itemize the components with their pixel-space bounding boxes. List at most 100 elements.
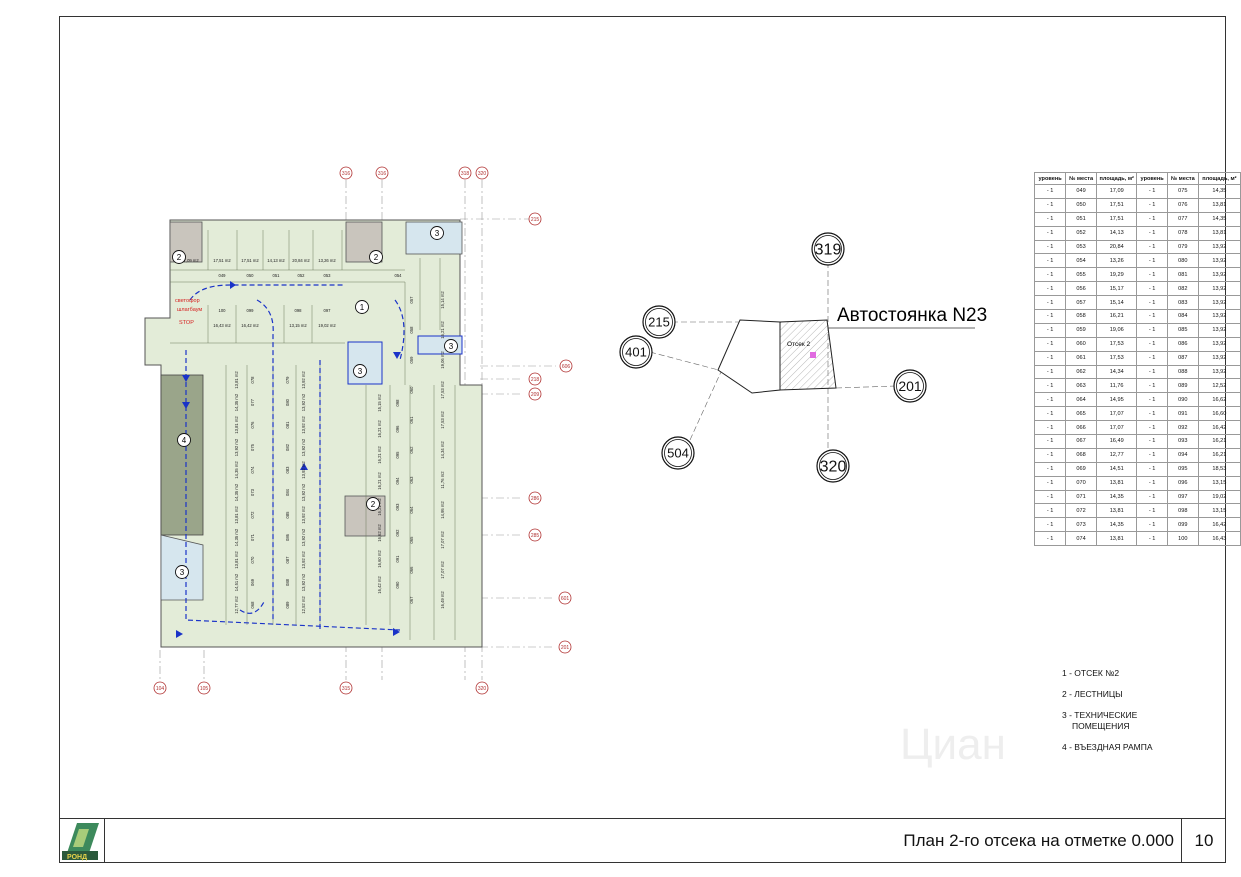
stall-label: 16,42 m2 (241, 323, 259, 328)
stall-label: 13,92 m2 (301, 393, 306, 411)
table-cell: 13,15 (1197, 475, 1241, 491)
axis-bubble-105: 105 (197, 681, 211, 695)
table-cell: - 1 (1136, 225, 1168, 241)
stall-label: 11,76 m2 (440, 471, 445, 489)
table-cell: 068 (1065, 447, 1098, 463)
table-cell: 085 (1166, 322, 1199, 338)
stall-label: 13,81 m2 (234, 506, 239, 524)
stall-label: 051 (273, 273, 281, 278)
table-cell: 098 (1166, 503, 1199, 519)
axis-bubble-104: 104 (153, 681, 167, 695)
table-cell: 13,81 (1096, 475, 1138, 491)
stall-label: 13,15 m2 (289, 323, 307, 328)
table-cell: 16,62 (1197, 392, 1241, 408)
legend-item-tech: 3 - ТЕХНИЧЕСКИЕ (1062, 710, 1138, 720)
axis-bubble-504: 504 (661, 436, 695, 470)
svg-text:215: 215 (648, 315, 670, 330)
stall-label: 089 (285, 601, 290, 609)
table-cell: 071 (1065, 489, 1098, 505)
axis-bubble-319: 319 (811, 232, 845, 266)
stall-label: 14,35 m2 (234, 461, 239, 479)
stall-label: 13,92 m2 (301, 483, 306, 501)
stall-label: 073 (250, 488, 255, 496)
table-cell: - 1 (1033, 489, 1067, 505)
table-cell: - 1 (1033, 420, 1067, 436)
table-cell: 13,92 (1197, 253, 1241, 269)
table-cell: 057 (1065, 295, 1098, 311)
svg-text:318: 318 (461, 171, 470, 177)
zone-marker-3: 3 (430, 226, 444, 240)
stall-label: 14,34 m2 (440, 441, 445, 459)
table-cell: 080 (1166, 253, 1199, 269)
stall-label: 13,92 m2 (301, 371, 306, 389)
table-cell: 14,95 (1096, 392, 1138, 408)
table-cell: 052 (1065, 225, 1098, 241)
column-header: уровень (1136, 172, 1168, 185)
stall-label: 061 (409, 416, 414, 424)
compartment-label: Отсек 2 (787, 341, 810, 348)
svg-text:401: 401 (625, 345, 647, 360)
stall-label: 084 (285, 488, 290, 496)
stall-label: 066 (409, 566, 414, 574)
table-cell: - 1 (1033, 281, 1067, 297)
table-cell: 16,21 (1197, 447, 1241, 463)
table-cell: - 1 (1136, 309, 1168, 324)
table-cell: 077 (1166, 211, 1199, 227)
stall-label: 065 (409, 536, 414, 544)
compartment-2-area (779, 319, 837, 391)
table-cell: 076 (1166, 197, 1199, 213)
stall-label: 071 (250, 533, 255, 541)
table-cell: 081 (1166, 267, 1199, 283)
sheet-title: План 2-го отсека на отметке 0.000 (903, 831, 1174, 850)
table-cell: - 1 (1136, 295, 1168, 311)
stall-label: 16,43 m2 (213, 323, 231, 328)
zone-marker-3: 3 (353, 364, 367, 378)
table-cell: - 1 (1033, 309, 1067, 324)
stall-label: 14,35 m2 (234, 393, 239, 411)
table-cell: 049 (1065, 184, 1098, 199)
column-header: площадь, м² (1096, 172, 1138, 185)
table-cell: 092 (1166, 420, 1199, 436)
zone-marker-2: 2 (172, 250, 186, 264)
stall-label: 16,60 m2 (377, 550, 382, 568)
table-cell: 072 (1065, 503, 1098, 519)
axis-bubble-318: 318 (458, 166, 472, 180)
table-cell: - 1 (1136, 336, 1168, 352)
axis-bubble-401: 401 (619, 335, 653, 369)
stall-label: 052 (298, 273, 306, 278)
stall-label: 13,92 m2 (301, 551, 306, 569)
table-cell: - 1 (1136, 420, 1168, 436)
stall-label: 069 (250, 578, 255, 586)
svg-text:105: 105 (200, 686, 209, 692)
table-cell: - 1 (1136, 447, 1168, 463)
table-cell: 055 (1065, 267, 1098, 283)
stall-label: 099 (247, 308, 255, 313)
legend-item-tech-cont: ПОМЕЩЕНИЯ (1072, 721, 1130, 731)
table-cell: 18,53 (1197, 461, 1241, 477)
table-cell: 17,09 (1096, 184, 1138, 199)
stall-label: 095 (395, 451, 400, 459)
table-cell: 067 (1065, 434, 1098, 449)
table-cell: - 1 (1136, 489, 1168, 505)
page-number: 10 (1181, 819, 1226, 863)
table-cell: - 1 (1136, 197, 1168, 213)
table-cell: - 1 (1033, 447, 1067, 463)
table-cell: 13,92 (1197, 309, 1241, 324)
table-cell: 16,49 (1096, 434, 1138, 449)
table-cell: 13,92 (1197, 364, 1241, 380)
stall-label: 081 (285, 421, 290, 429)
svg-text:104: 104 (156, 686, 165, 692)
parking-title: Автостоянка N23 (837, 305, 987, 326)
ramp-warning: светофор шлагбаум STOP (175, 298, 202, 326)
zone-marker-3: 3 (444, 339, 458, 353)
arrow-heads (176, 281, 401, 638)
